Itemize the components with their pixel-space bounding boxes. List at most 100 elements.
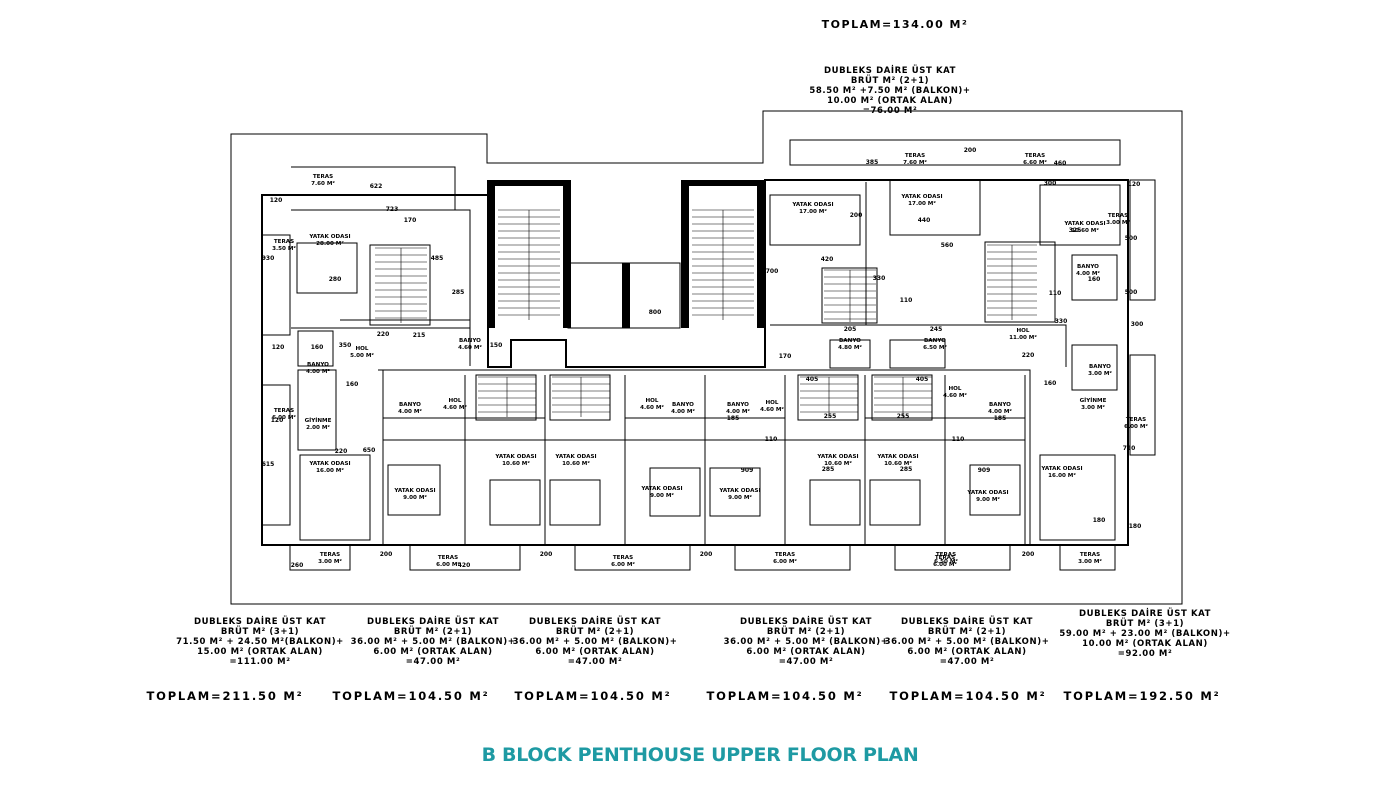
unit-line: BRÜT M² (3+1): [1105, 619, 1185, 629]
dimension-label: 650: [363, 447, 376, 454]
unit-info-3: DUBLEKS DAİRE ÜST KAT BRÜT M² (2+1) 36.0…: [495, 617, 695, 667]
dimension-label: 120: [1128, 181, 1141, 188]
room-area: 3.50 M²: [272, 245, 296, 252]
top-unit-line: BRÜT M² (2+1): [850, 76, 930, 86]
room-name: YATAK ODASI: [718, 488, 760, 494]
dimension-label: 120: [271, 417, 284, 424]
unit-line: 10.00 M² (ORTAK ALAN): [1082, 639, 1208, 649]
room-area: 9.00 M²: [403, 494, 427, 501]
unit-line: 36.00 M² + 5.00 M² (BALKON)+: [350, 637, 516, 647]
dimension-label: 170: [404, 217, 417, 224]
room-name: BANYO: [1077, 264, 1099, 270]
room-name: GİYİNME: [1080, 397, 1107, 404]
stair-hatching: [375, 209, 1037, 417]
unit-total-4: TOPLAM=104.50 M²: [706, 689, 864, 703]
room-area: 10.60 M²: [824, 460, 852, 467]
room-name: YATAK ODASI: [308, 234, 350, 240]
room-name: TERAS: [613, 555, 633, 561]
dimension-label: 185: [994, 415, 1007, 422]
unit-info-5: DUBLEKS DAİRE ÜST KAT BRÜT M² (2+1) 36.0…: [867, 617, 1067, 667]
dimension-label: 285: [452, 289, 465, 296]
dimension-label: 260: [291, 562, 304, 569]
unit-total-5: TOPLAM=104.50 M²: [889, 689, 1047, 703]
dimension-label: 350: [339, 342, 352, 349]
room-area: 4.00 M²: [726, 408, 750, 415]
room-area: 10.60 M²: [502, 460, 530, 467]
room-area: 4.00 M²: [1076, 270, 1100, 277]
unit-line: =111.00 M²: [229, 657, 291, 667]
room-area: 4.60 M²: [640, 404, 664, 411]
room-area: 6.00 M²: [773, 558, 797, 565]
room-name: HOL: [948, 386, 961, 392]
dimension-label: 405: [806, 376, 819, 383]
unit-line: =92.00 M²: [1117, 649, 1173, 659]
room-name: HOL: [645, 398, 658, 404]
room-name: TERAS: [438, 555, 458, 561]
core-walls: [487, 180, 765, 328]
room-name: YATAK ODASI: [393, 488, 435, 494]
room-name: YATAK ODASI: [876, 454, 918, 460]
room-name: TERAS: [1126, 417, 1146, 423]
room-name: TERAS: [274, 239, 294, 245]
dimension-label: 110: [952, 436, 965, 443]
dimension-label: 255: [824, 413, 837, 420]
dimension-label: 330: [1055, 318, 1068, 325]
room-name: BANYO: [672, 402, 694, 408]
dimension-label: 200: [964, 147, 977, 154]
unit-line: =47.00 M²: [405, 657, 461, 667]
room-name: TERAS: [320, 552, 340, 558]
dimension-label: 909: [978, 467, 991, 474]
top-unit-line: =76.00 M²: [862, 106, 918, 116]
dimension-label: 220: [335, 448, 348, 455]
unit-line: 6.00 M² (ORTAK ALAN): [535, 647, 655, 657]
dimension-label: 909: [741, 467, 754, 474]
dimension-label: 700: [766, 268, 779, 275]
dimension-label: 160: [1044, 380, 1057, 387]
room-name: TERAS: [905, 153, 925, 159]
dimension-label: 800: [649, 309, 662, 316]
top-total: TOPLAM=134.00 M²: [821, 18, 969, 31]
unit-line: =47.00 M²: [939, 657, 995, 667]
dimension-label: 440: [918, 217, 931, 224]
room-name: TERAS: [1080, 552, 1100, 558]
unit-line: 36.00 M² + 5.00 M² (BALKON)+: [723, 637, 889, 647]
unit-total-1: TOPLAM=211.50 M²: [146, 689, 304, 703]
room-area: 2.00 M²: [306, 424, 330, 431]
unit-line: DUBLEKS DAİRE ÜST KAT: [193, 617, 327, 627]
unit-line: 15.00 M² (ORTAK ALAN): [197, 647, 323, 657]
room-name: BANYO: [307, 362, 329, 368]
room-area: 3.00 M²: [1078, 558, 1102, 565]
unit-line: BRÜT M² (3+1): [220, 627, 300, 637]
dimension-label: 285: [900, 466, 913, 473]
room-area: 4.80 M²: [838, 344, 862, 351]
dimension-label: 160: [311, 344, 324, 351]
room-area: 7.60 M²: [903, 159, 927, 166]
dimension-label: 215: [413, 332, 426, 339]
unit-line: 6.00 M² (ORTAK ALAN): [907, 647, 1027, 657]
dimension-label: 180: [1093, 517, 1106, 524]
room-name: BANYO: [727, 402, 749, 408]
unit-total-6: TOPLAM=192.50 M²: [1063, 689, 1221, 703]
room-area: 6.00 M²: [272, 414, 296, 421]
room-area: 3.00 M²: [1106, 219, 1130, 226]
dimension-label: 255: [897, 413, 910, 420]
dimension-label: 200: [700, 551, 713, 558]
top-unit-line: 10.00 M² (ORTAK ALAN): [827, 96, 953, 106]
room-name: BANYO: [989, 402, 1011, 408]
unit-info-4: DUBLEKS DAİRE ÜST KAT BRÜT M² (2+1) 36.0…: [706, 617, 906, 667]
room-area: 7.60 M²: [311, 180, 335, 187]
unit-line: =47.00 M²: [778, 657, 834, 667]
room-name: YATAK ODASI: [900, 194, 942, 200]
room-name: HOL: [765, 400, 778, 406]
room-name: YATAK ODASI: [791, 202, 833, 208]
room-name: TERAS: [935, 555, 955, 561]
dimension-label: 300: [1131, 321, 1144, 328]
dimension-label: 220: [377, 331, 390, 338]
room-area: 6.00 M²: [933, 561, 957, 568]
dimension-label: 330: [873, 275, 886, 282]
unit-total-2: TOPLAM=104.50 M²: [332, 689, 490, 703]
room-name: YATAK ODASI: [308, 461, 350, 467]
unit-line: 6.00 M² (ORTAK ALAN): [746, 647, 866, 657]
dimension-label: 200: [380, 551, 393, 558]
